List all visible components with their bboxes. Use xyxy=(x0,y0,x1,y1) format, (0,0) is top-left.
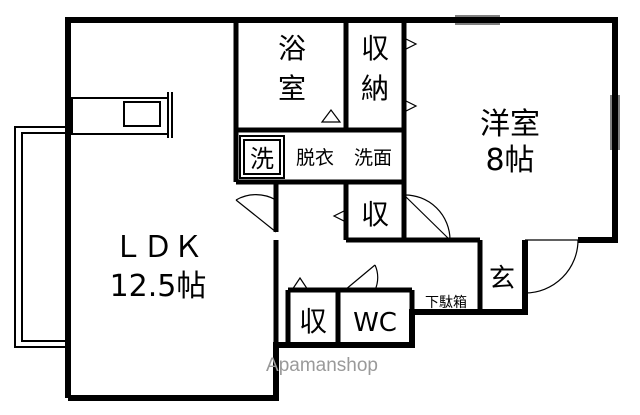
room-label-western: 洋室 xyxy=(480,107,540,142)
room-size-western: 8帖 xyxy=(485,143,534,178)
outer-walls xyxy=(65,17,618,401)
window-marks xyxy=(455,15,620,150)
room-label-storage-top-2: 納 xyxy=(361,72,389,105)
room-label-toilet: WC xyxy=(353,308,397,338)
room-size-ldk: 12.5帖 xyxy=(110,269,207,304)
room-label-washbasin: 洗面 xyxy=(354,147,392,169)
room-label-shoe-box: 下駄箱 xyxy=(425,295,467,311)
room-label-dressing: 脱衣 xyxy=(296,147,334,169)
room-label-washer: 洗 xyxy=(250,145,274,173)
room-label-ldk: ＬＤＫ xyxy=(113,230,203,265)
room-label-bath-1: 浴 xyxy=(278,32,306,65)
storage-marks xyxy=(290,37,418,291)
room-label-bath-2: 室 xyxy=(278,72,306,105)
room-label-storage-bottom: 収 xyxy=(299,305,327,338)
washer-box xyxy=(239,135,285,179)
room-label-storage-mid: 収 xyxy=(361,198,389,231)
kitchen-counter xyxy=(71,92,173,138)
room-label-storage-top-1: 収 xyxy=(361,32,389,65)
doors xyxy=(235,194,579,294)
balcony xyxy=(14,126,68,348)
room-label-entrance: 玄 xyxy=(489,264,515,294)
watermark: Apamanshop xyxy=(266,355,378,376)
